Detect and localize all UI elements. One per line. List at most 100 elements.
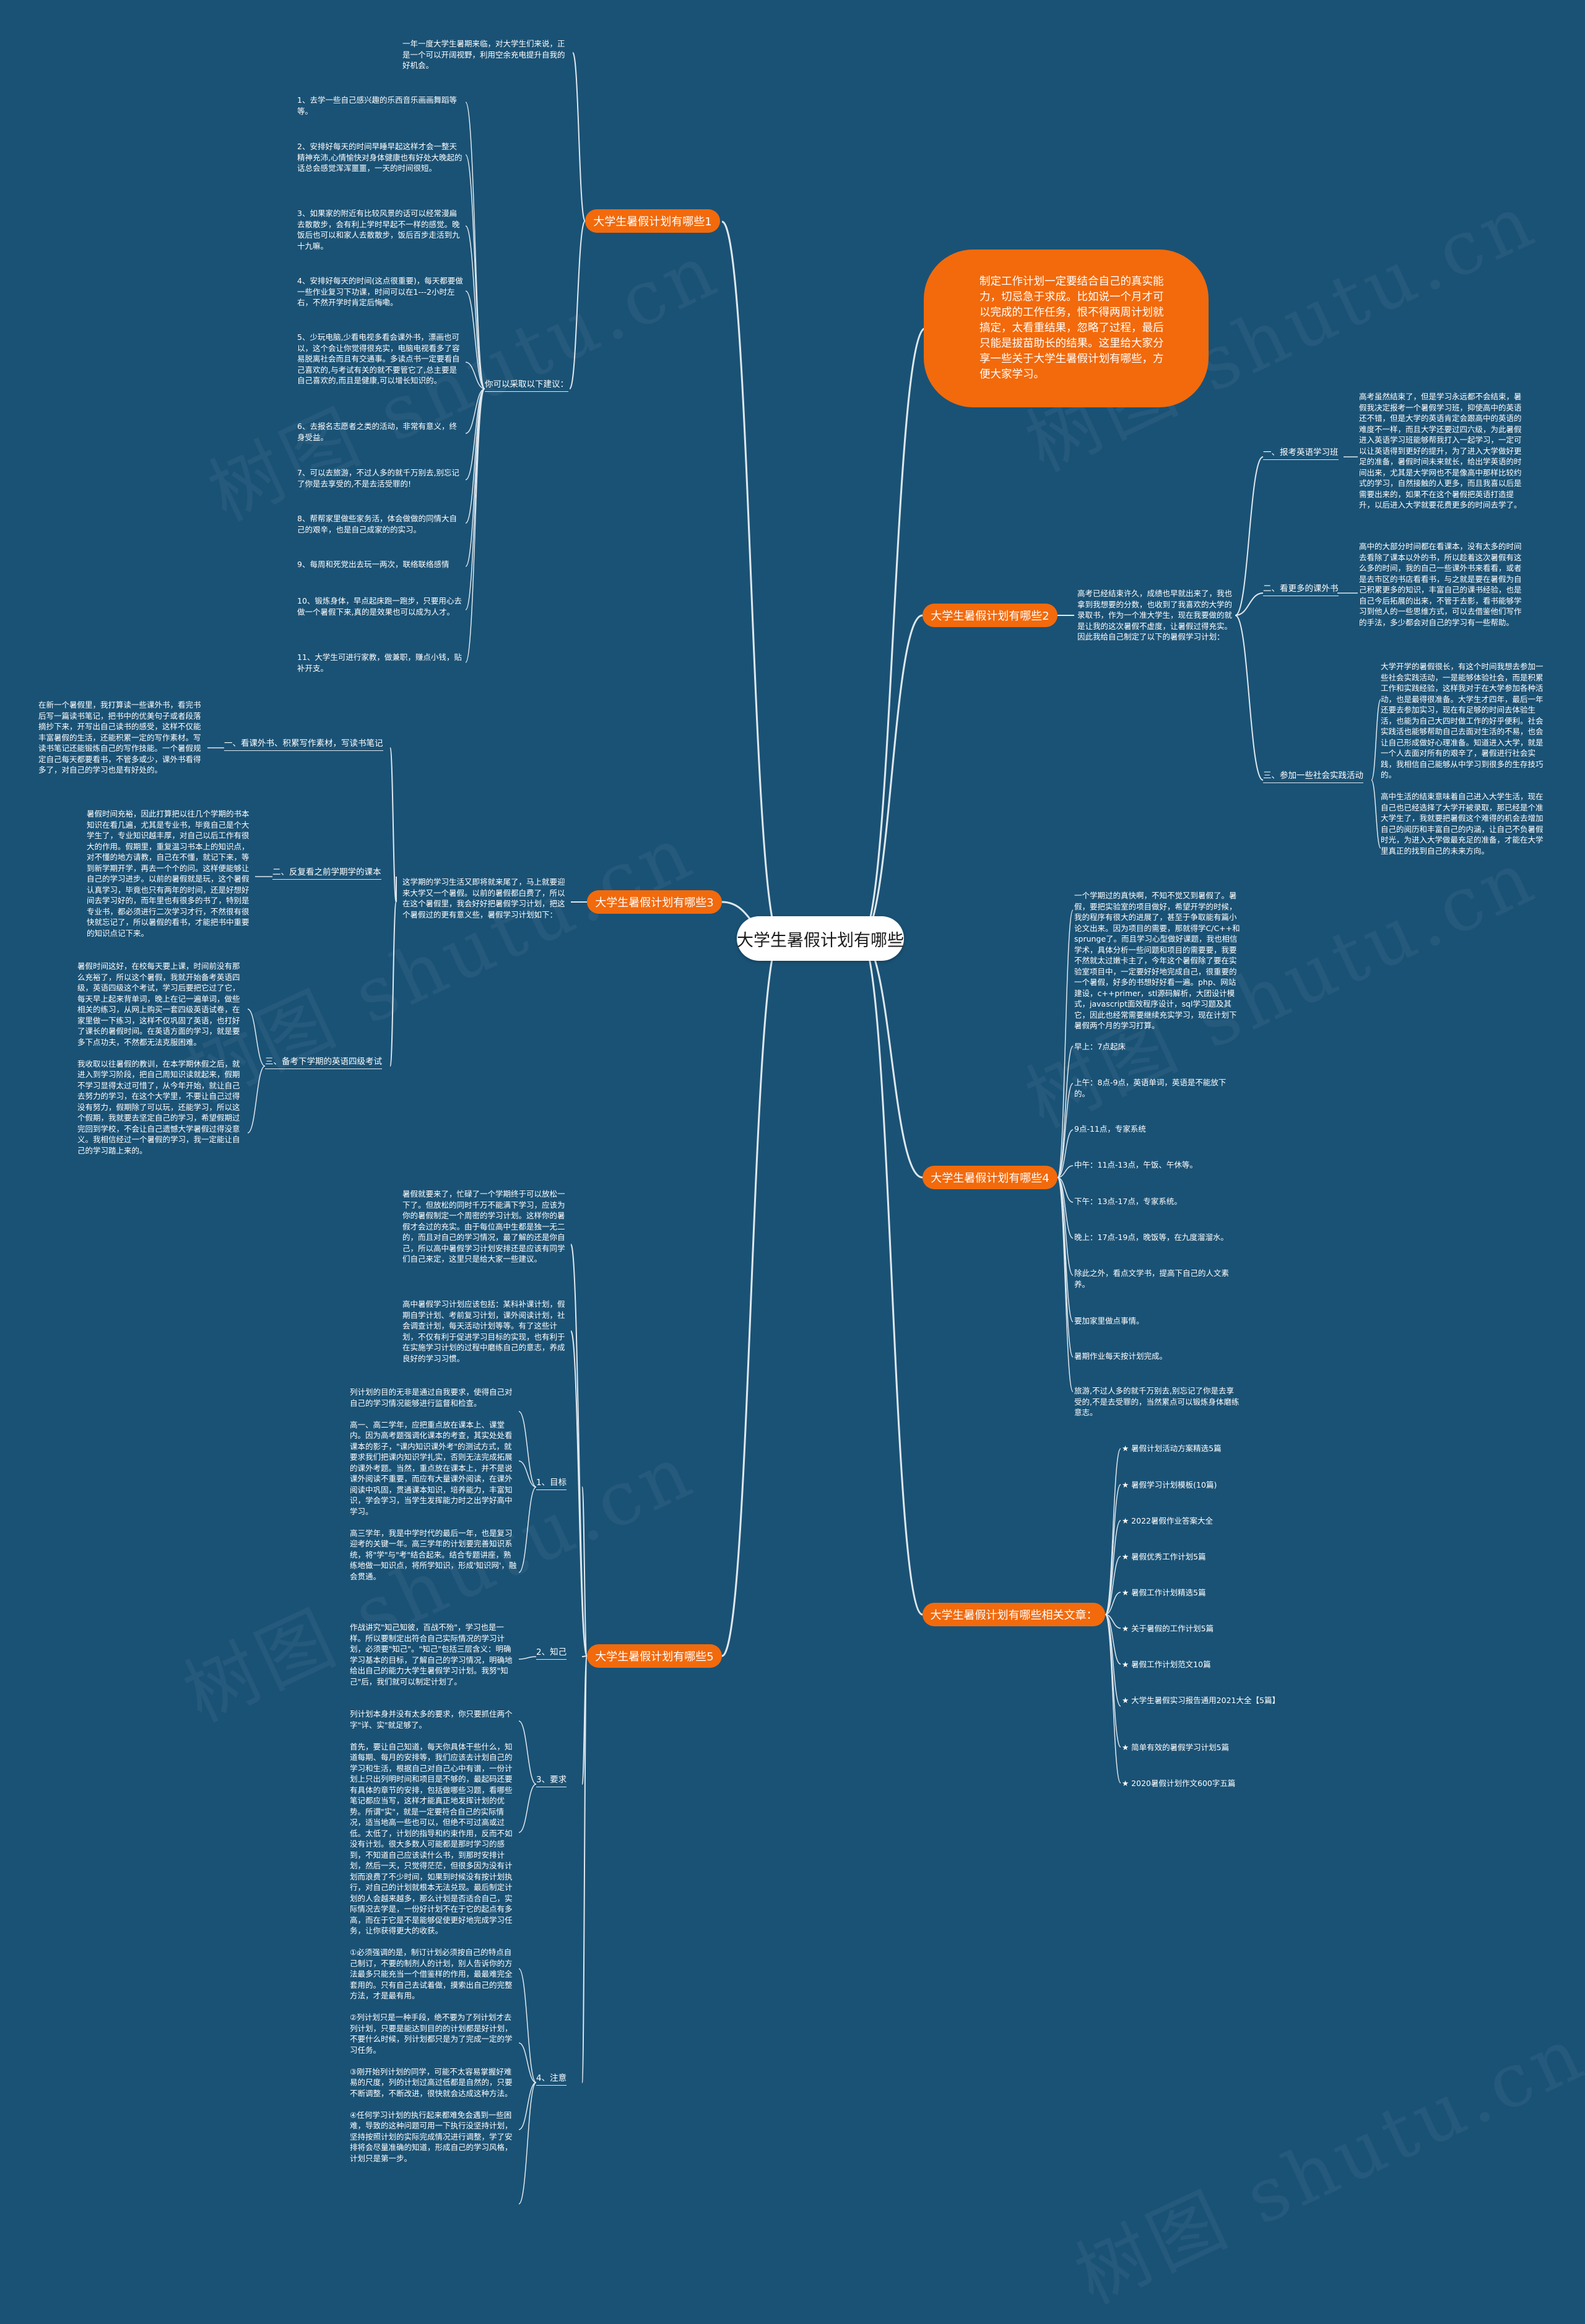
- connector: [465, 388, 485, 610]
- branch-3[interactable]: 大学生暑假计划有哪些3: [587, 890, 722, 914]
- b2-sub-3[interactable]: 三、参加一些社会实践活动: [1263, 771, 1363, 783]
- b1-item-1: 1、去学一些自己感兴趣的乐西音乐画画舞蹈等等。: [297, 95, 457, 116]
- b2-sub-2-text: 高中的大部分时间都在看课本，没有太多的时间去看除了课本以外的书，所以趁着这次暑假…: [1359, 542, 1522, 627]
- connector: [569, 220, 586, 389]
- b1-item-6: 6、去报名志愿者之类的活动，非常有意义，终身受益。: [297, 422, 457, 442]
- connector: [1057, 909, 1074, 1178]
- branch-6[interactable]: 大学生暑假计划有哪些相关文章：: [923, 1603, 1105, 1626]
- b4-item-9: 暑期作业每天按计划完成。: [1074, 1351, 1168, 1361]
- connector: [518, 1784, 537, 1833]
- related-link[interactable]: ★ 大学生暑假实习报告通用2021大全【5篇】: [1122, 1696, 1280, 1705]
- connector: [1105, 1614, 1121, 1748]
- b1-item-7: 7、可以去旅游，不过人多的就千万别去,别忘记了你是去享受的,不是去活受罪的!: [297, 468, 459, 488]
- connector: [1235, 456, 1264, 616]
- related-link[interactable]: ★ 暑假工作计划精选5篇: [1122, 1588, 1206, 1597]
- connector: [518, 1656, 537, 1660]
- connector: [1105, 1520, 1121, 1615]
- b2-intro: 高考已经结束许久，成绩也早就出来了，我也拿到我想要的分数，也收到了我喜欢的大学的…: [1077, 589, 1233, 641]
- b5-intro-1: 暑假就要来了，忙碌了一个学期终于可以放松一下了。但放松的同时千万不能满下学习，应…: [402, 1189, 565, 1264]
- b4-item-10: 旅游,不过人多的就千万别去,别忘记了你是去享受的,不是去受罪的，当然累点可以锻炼…: [1074, 1386, 1240, 1417]
- b1-item-3: 3、如果家的附近有比较风景的话可以经常漫扁去散散步，会有利上学时早起不一样的感觉…: [297, 209, 460, 251]
- related-link[interactable]: ★ 简单有效的暑假学习计划5篇: [1122, 1743, 1230, 1752]
- b3-sub-3-text: 暑假时间这好，在校每天要上课，时间前没有那么充裕了，所以这个暑假，我就开始备考英…: [77, 961, 240, 1155]
- branch-2[interactable]: 大学生暑假计划有哪些2: [923, 604, 1057, 627]
- connector: [1057, 1177, 1074, 1392]
- connector: [1105, 1614, 1121, 1784]
- b1-sub[interactable]: 你可以采取以下建议：: [485, 379, 568, 392]
- connector: [247, 1008, 266, 1067]
- b1-item-5: 5、少玩电脑,少看电视多看会课外书，漂画也可以，这个会让你觉得很充实，电脑电视看…: [297, 332, 460, 385]
- connector: [389, 747, 397, 903]
- connector: [465, 154, 485, 389]
- b2-sub-2[interactable]: 二、看更多的课外书: [1263, 584, 1339, 596]
- connector: [721, 937, 781, 1657]
- connector: [247, 1065, 266, 1134]
- connector: [518, 2082, 537, 2205]
- related-link[interactable]: ★ 关于暑假的工作计划5篇: [1122, 1624, 1214, 1633]
- related-link[interactable]: ★ 暑假工作计划范文10篇: [1122, 1660, 1211, 1669]
- b5-sub-1[interactable]: 1、目标: [536, 1478, 567, 1490]
- connector: [581, 1655, 588, 2083]
- connector: [518, 1460, 537, 1488]
- connector: [1235, 615, 1264, 781]
- b4-item-4: 中午：11点-13点，午饭、午休等。: [1074, 1160, 1197, 1169]
- connector: [389, 901, 397, 1067]
- b4-item-2: 上午：8点-9点，英语单词，英语是不能放下的。: [1074, 1078, 1227, 1098]
- root-topic[interactable]: 大学生暑假计划有哪些: [737, 916, 904, 961]
- b4-item-6: 晚上：17点-19点，晚饭等，在九度溜溜水。: [1074, 1233, 1228, 1242]
- connector: [465, 388, 485, 524]
- b1-item-8: 8、帮帮家里做些家务活，体会做做的同情大自己的艰辛，也是自己成家的的实习。: [297, 514, 457, 534]
- intro-text: 制定工作计划一定要结合自己的真实能力，切忌急于求成。比如说一个月才可以完成的工作…: [979, 275, 1164, 381]
- connector: [1105, 1592, 1121, 1615]
- related-link[interactable]: ★ 2022暑假作业答案大全: [1122, 1516, 1213, 1525]
- b1-item-11: 11、大学生可进行家教，做兼职，赚点小钱，贴补开支。: [297, 653, 462, 673]
- connector: [1057, 1165, 1074, 1178]
- b5-sub-2[interactable]: 2、知己: [536, 1647, 567, 1660]
- connector: [465, 225, 485, 389]
- connector: [1057, 1129, 1074, 1178]
- connector: [518, 1411, 537, 1488]
- branch-5[interactable]: 大学生暑假计划有哪些5: [587, 1644, 722, 1668]
- b3-sub-2[interactable]: 二、反复看之前学期学的课本: [272, 867, 381, 880]
- connector: [581, 1655, 588, 1785]
- connector: [465, 362, 485, 389]
- b1-item-2: 2、安排好每天的时间早睡早起这样才会一整天精神充沛,心情愉快对身体健康也有好处大…: [297, 142, 462, 173]
- connector: [1057, 1083, 1074, 1178]
- connector: [1371, 699, 1381, 781]
- branch-1[interactable]: 大学生暑假计划有哪些1: [585, 209, 720, 233]
- related-link[interactable]: ★ 暑假学习计划模板(10篇): [1122, 1480, 1217, 1489]
- branch-4[interactable]: 大学生暑假计划有哪些4: [923, 1166, 1057, 1189]
- related-link[interactable]: ★ 暑假优秀工作计划5篇: [1122, 1552, 1206, 1561]
- connector: [581, 1655, 588, 1657]
- b5-sub-2-text: 作战讲究"知己知彼，百战不殆"，学习也是一样。所以要制定出符合自己实际情况的学习…: [350, 1623, 513, 1686]
- connector: [1371, 779, 1381, 849]
- b4-item-5: 下午：13点-17点，专家系统。: [1074, 1197, 1182, 1206]
- b3-sub-3[interactable]: 三、备考下学期的英语四级考试: [265, 1057, 382, 1069]
- related-link[interactable]: ★ 2020暑假计划作文600字五篇: [1122, 1779, 1236, 1788]
- connector: [1235, 592, 1264, 616]
- b3-sub-1[interactable]: 一、看课外书、积累写作素材，写读书笔记: [224, 739, 383, 751]
- connector: [572, 52, 586, 222]
- connector: [721, 220, 781, 940]
- connector: [465, 388, 485, 663]
- b4-item-7: 除此之外，看点文学书，提高下自己的人文素养。: [1074, 1268, 1230, 1289]
- b3-sub-1-text: 在新一个暑假里，我打算读一些课外书，看完书后写一篇读书笔记，把书中的优美句子或者…: [38, 700, 201, 774]
- b5-sub-4[interactable]: 4、注意: [536, 2073, 567, 2086]
- connector: [1105, 1448, 1121, 1615]
- b4-item-8: 要加家里做点事情。: [1074, 1316, 1144, 1325]
- b4-item-1: 早上：7点起床: [1074, 1042, 1126, 1051]
- connector: [465, 388, 485, 567]
- connector: [570, 1330, 588, 1657]
- related-link[interactable]: ★ 暑假计划活动方案精选5篇: [1122, 1444, 1222, 1453]
- connector: [860, 937, 923, 1616]
- b5-sub-1-text: 列计划的目的无非是通过自我要求，使得自己对自己的学习情况能够进行监督和检查。 高…: [350, 1387, 517, 1581]
- connector: [1105, 1614, 1121, 1665]
- mindmap-canvas: 树图 shutu.cn 树图 shutu.cn 树图 shutu.cn 树图 s…: [38, 39, 1585, 2321]
- b5-sub-3[interactable]: 3、要求: [536, 1775, 567, 1787]
- connector: [1057, 1046, 1074, 1178]
- connector: [860, 937, 923, 1179]
- connector: [518, 1720, 537, 1785]
- connector: [1105, 1556, 1121, 1615]
- intro-topic[interactable]: 制定工作计划一定要结合自己的真实能力，切忌急于求成。比如说一个月才可以完成的工作…: [924, 249, 1209, 407]
- b2-sub-1[interactable]: 一、报考英语学习班: [1263, 448, 1339, 460]
